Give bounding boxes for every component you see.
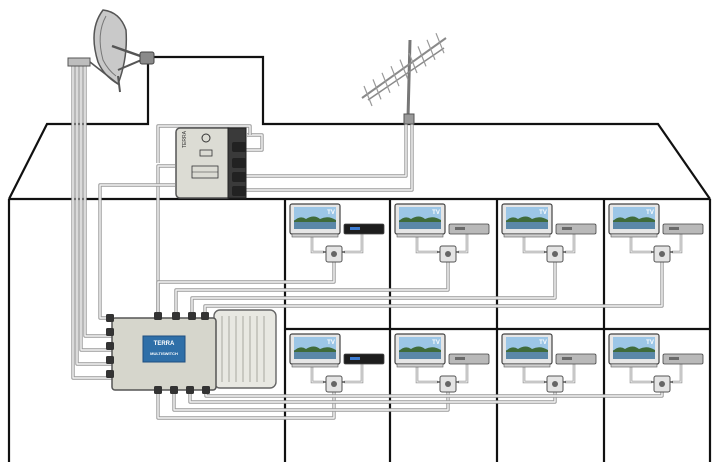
outputs-lower: [156, 390, 664, 420]
combiner-to-switch: [98, 164, 175, 320]
tv-badge: TV: [646, 210, 654, 216]
tv-badge: TV: [646, 340, 654, 346]
house-outline: [7, 55, 712, 462]
wall-outlet-icon: [544, 375, 566, 393]
room-2-4: TV: [608, 333, 704, 393]
set-top-box-icon: [555, 353, 597, 365]
television-icon: TV: [289, 333, 341, 368]
combiner-brand: TERRA: [182, 130, 188, 148]
cabling: [71, 62, 683, 420]
set-top-box-icon: [662, 223, 704, 235]
television-icon: TV: [608, 203, 660, 238]
multiswitch-brand: TERRA: [154, 341, 175, 347]
set-top-box-icon: [662, 353, 704, 365]
set-top-box-icon: [448, 223, 490, 235]
wall-outlet-icon: [323, 245, 345, 263]
tv-badge: TV: [432, 340, 440, 346]
television-icon: TV: [394, 333, 446, 368]
multiswitch-icon: TERRA MULTISWITCH: [106, 309, 277, 394]
tv-badge: TV: [539, 340, 547, 346]
wall-outlet-icon: [651, 375, 673, 393]
yagi-antenna-icon: [361, 32, 447, 125]
wall-outlet-icon: [323, 375, 345, 393]
set-top-box-icon: [448, 353, 490, 365]
wall-outlet-icon: [437, 245, 459, 263]
tv-badge: TV: [327, 340, 335, 346]
wall-outlet-icon: [544, 245, 566, 263]
dish-cables: [71, 62, 112, 380]
tv-badge: TV: [539, 210, 547, 216]
outputs-upper: [156, 262, 664, 318]
wall-outlet-icon: [437, 375, 459, 393]
antenna-cables: [156, 120, 414, 192]
television-icon: TV: [608, 333, 660, 368]
lnb-combiner-icon: TERRA: [175, 127, 247, 199]
tv-badge: TV: [327, 210, 335, 216]
room-leads: [310, 234, 683, 384]
roof-left: [8, 55, 711, 200]
room-1-4: TV: [608, 203, 704, 263]
room-1-3: TV: [501, 203, 597, 263]
multiswitch-model: MULTISWITCH: [150, 351, 178, 356]
wall-outlet-icon: [651, 245, 673, 263]
television-icon: TV: [501, 203, 553, 238]
set-top-box-icon: [343, 223, 385, 235]
television-icon: TV: [501, 333, 553, 368]
room-2-2: TV: [394, 333, 490, 393]
set-top-box-icon: [555, 223, 597, 235]
room-1-1: TV: [289, 203, 385, 263]
satellite-dish-icon: [67, 9, 155, 93]
rooms: TV TV TV TV TV TV TV TV: [289, 203, 704, 393]
room-1-2: TV: [394, 203, 490, 263]
set-top-box-icon: [343, 353, 385, 365]
television-icon: TV: [394, 203, 446, 238]
television-icon: TV: [289, 203, 341, 238]
room-2-1: TV: [289, 333, 385, 393]
tv-badge: TV: [432, 210, 440, 216]
room-2-3: TV: [501, 333, 597, 393]
